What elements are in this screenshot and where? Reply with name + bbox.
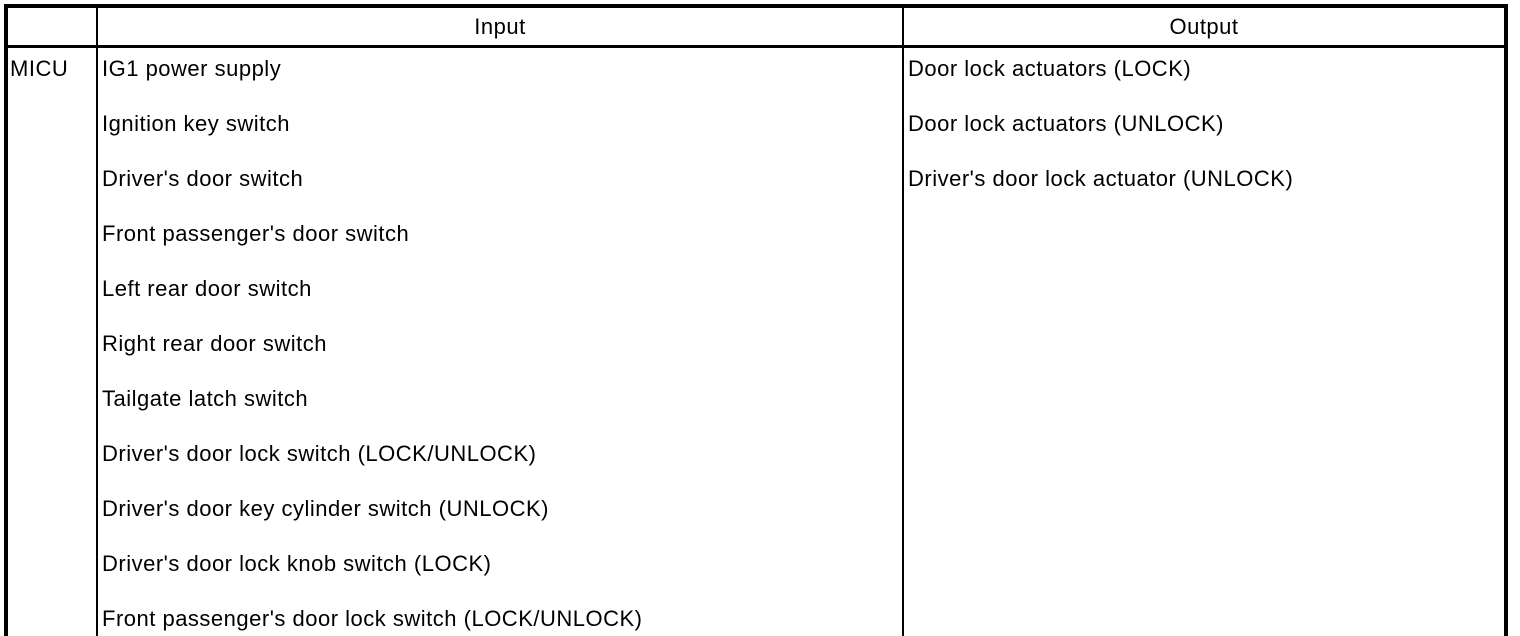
input-item: Right rear door switch [102, 331, 327, 356]
output-item: Driver's door lock actuator (UNLOCK) [908, 166, 1294, 191]
input-item: Driver's door switch [102, 166, 304, 191]
input-column-header: Input [96, 5, 904, 48]
input-item: Left rear door switch [102, 276, 312, 301]
input-item: Driver's door lock switch (LOCK/UNLOCK) [102, 441, 537, 466]
output-item: Door lock actuators (LOCK) [908, 56, 1192, 81]
input-list-cell: IG1 power supply Ignition key switch Dri… [96, 45, 904, 636]
input-item: Front passenger's door lock switch (LOCK… [102, 606, 643, 631]
table-body-row: MICU IG1 power supply Ignition key switc… [5, 45, 1507, 636]
input-item: Tailgate latch switch [102, 386, 309, 411]
table-header-row: Input Output [5, 5, 1507, 48]
unit-header-cell [5, 5, 98, 48]
input-item: Driver's door lock knob switch (LOCK) [102, 551, 492, 576]
input-item: Ignition key switch [102, 111, 291, 136]
unit-label: MICU [10, 56, 69, 81]
output-column-header: Output [902, 5, 1507, 48]
output-item: Door lock actuators (UNLOCK) [908, 111, 1224, 136]
input-item: Front passenger's door switch [102, 221, 410, 246]
unit-cell: MICU [5, 45, 98, 636]
micu-input-output-table: Input Output MICU IG1 power supply Ignit… [4, 4, 1508, 636]
input-item: IG1 power supply [102, 56, 282, 81]
output-list-cell: Door lock actuators (LOCK) Door lock act… [902, 45, 1507, 636]
input-item: Driver's door key cylinder switch (UNLOC… [102, 496, 549, 521]
